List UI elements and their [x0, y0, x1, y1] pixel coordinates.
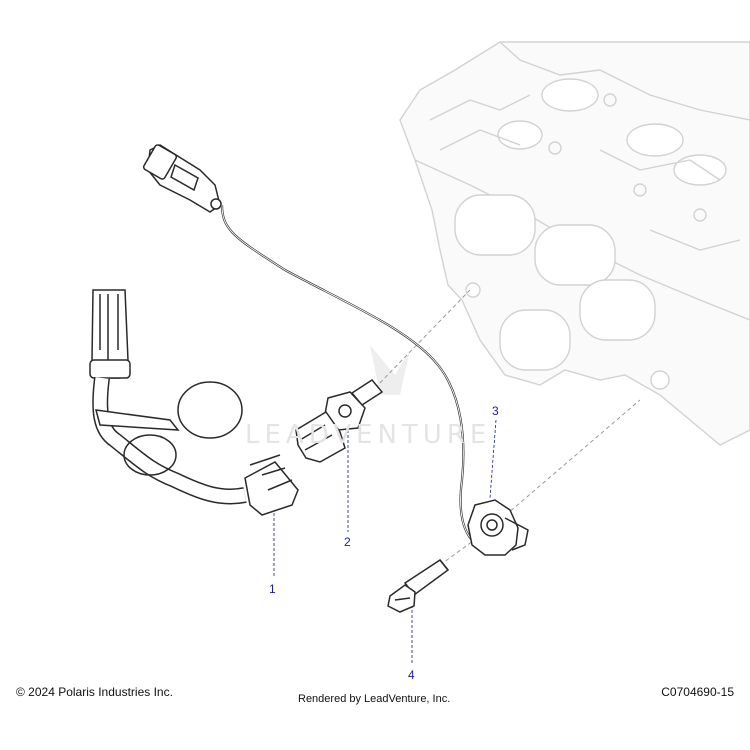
callout-1: 1 [269, 582, 276, 596]
copyright-text: © 2024 Polaris Industries Inc. [16, 685, 173, 699]
main-wiring-harness [89, 289, 299, 516]
callout-2: 2 [344, 535, 351, 549]
callout-4: 4 [408, 668, 415, 682]
watermark-text: LEADVENTURE [245, 420, 492, 450]
leader-lines [273, 419, 497, 665]
bolt [387, 558, 450, 613]
diagram-code: C0704690-15 [661, 685, 734, 699]
callout-3: 3 [492, 404, 499, 418]
engine-cylinder-head [399, 41, 750, 446]
knock-sensor-harness [142, 144, 529, 556]
temperature-sensor [295, 379, 384, 463]
rendered-by-text: Rendered by LeadVenture, Inc. [298, 693, 451, 705]
